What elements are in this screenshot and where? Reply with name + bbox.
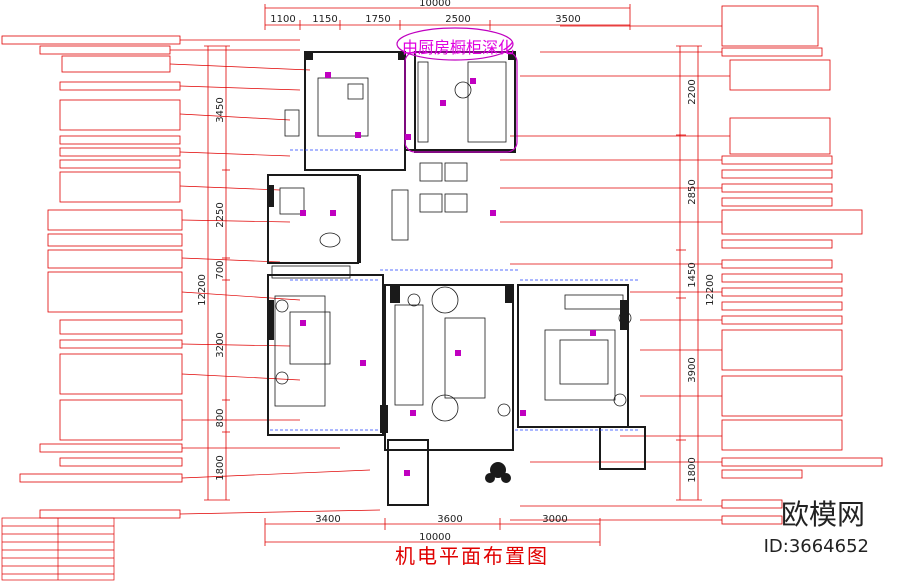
dim-right-4: 3900: [687, 357, 698, 382]
dim-top-5: 3500: [555, 14, 580, 25]
right-callouts: [721, 5, 883, 525]
furniture: [271, 61, 632, 422]
dimension-text-vertical: 12200 3450 2250 700 3200 800 1800 12200 …: [197, 79, 716, 482]
dim-top-3: 1750: [365, 14, 390, 25]
dimension-lines: [204, 4, 702, 546]
dim-left-4: 3200: [215, 332, 226, 357]
dim-top-2: 1150: [312, 14, 337, 25]
dim-bottom-2: 3600: [437, 514, 462, 525]
plant: [485, 462, 511, 483]
callout-cloud: [396, 27, 518, 153]
dim-left-1: 3450: [215, 97, 226, 122]
dim-right-3: 1450: [687, 262, 698, 287]
legend: [1, 517, 115, 581]
image-id: ID:3664652: [763, 536, 869, 557]
kitchen-callout-label: 由厨房橱柜深化: [402, 38, 515, 57]
electrical-points: [300, 72, 596, 476]
leader-lines: [169, 25, 730, 521]
wall-columns: [268, 52, 628, 433]
circuit-lines: [270, 149, 640, 431]
dim-left-6: 1800: [215, 455, 226, 480]
dim-right-5: 1800: [687, 457, 698, 482]
dim-right-1: 2200: [687, 79, 698, 104]
dim-right-2: 2850: [687, 179, 698, 204]
dim-left-total: 12200: [197, 274, 208, 306]
dimension-text: 10000 1100 1150 1750 2500 3500 3400 3600…: [270, 0, 580, 543]
dim-left-5: 800: [215, 408, 226, 427]
dim-left-2: 2250: [215, 202, 226, 227]
dim-top-4: 2500: [445, 14, 470, 25]
walls: [267, 51, 646, 506]
dim-top-1: 1100: [270, 14, 295, 25]
dim-bottom-3: 3000: [542, 514, 567, 525]
dim-bottom-1: 3400: [315, 514, 340, 525]
dim-bottom-total: 10000: [419, 532, 451, 543]
dim-top-total: 10000: [419, 0, 451, 9]
watermark-brand: 欧模网: [780, 498, 865, 531]
dim-right-total: 12200: [705, 274, 716, 306]
drawing-title: 机电平面布置图: [395, 544, 549, 568]
left-callouts: [1, 35, 183, 519]
dim-left-3: 700: [215, 260, 226, 279]
